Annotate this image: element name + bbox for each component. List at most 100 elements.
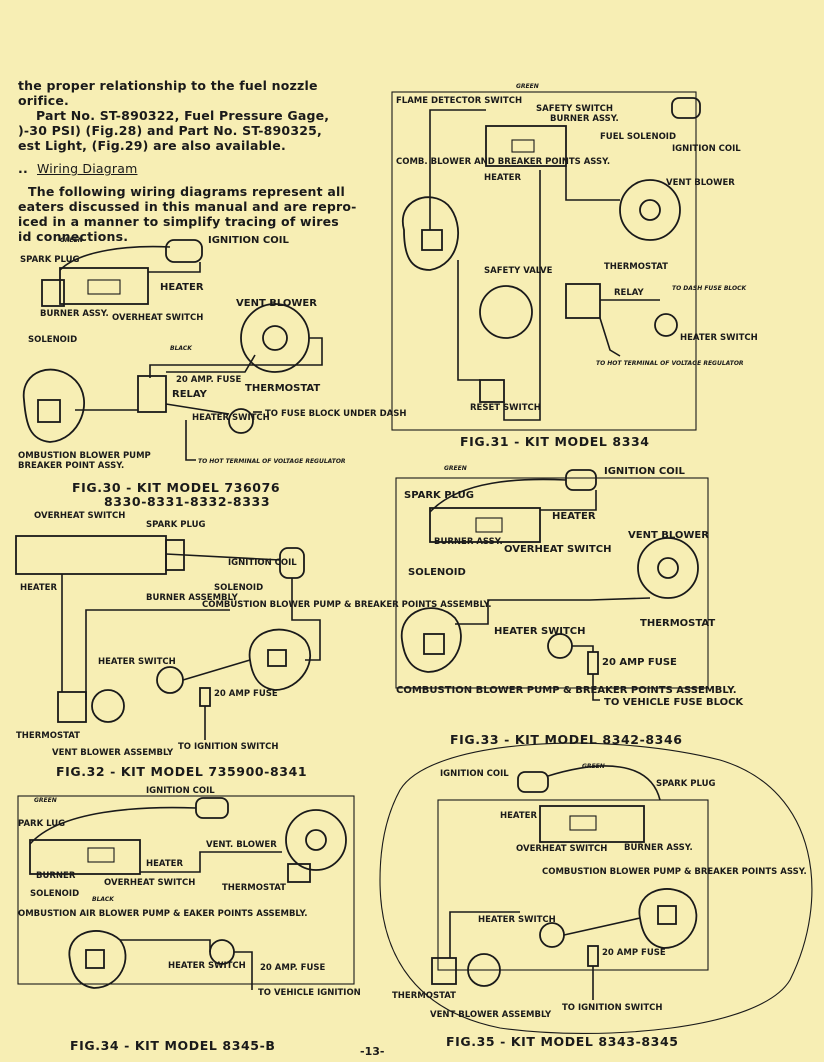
- intro-para-4: id connections.: [18, 229, 129, 244]
- fig30-thermostat-label: THERMOSTAT: [245, 383, 320, 394]
- fig31-flame-detector-label: FLAME DETECTOR SWITCH: [396, 96, 522, 106]
- intro-line-1: the proper relationship to the fuel nozz…: [18, 78, 318, 108]
- page-number: -13-: [360, 1045, 385, 1058]
- fig30-red-wire-2: [166, 354, 256, 373]
- fig30-ignition-coil-icon: [165, 239, 203, 263]
- fig30-diagram: IGNITION COIL HEATER SPARK PLUG BURNER A…: [18, 235, 406, 509]
- fig33-heater-switch-icon: [547, 633, 573, 659]
- fig32-fuse-label: 20 AMP FUSE: [214, 689, 278, 699]
- fig33-vehicle-fuse-label: TO VEHICLE FUSE BLOCK: [604, 697, 744, 708]
- fig33-wire-a: [540, 490, 597, 511]
- fig30-burner-label: BURNER ASSY.: [40, 309, 109, 319]
- fig31-safety-valve-icon: [479, 285, 533, 339]
- fig34-green-tag: GREEN: [34, 797, 57, 804]
- fig35-wire-a: [449, 911, 520, 958]
- fig32-spark-plug-label: SPARK PLUG: [146, 520, 205, 530]
- fig33-fuse-label: 20 AMP FUSE: [602, 657, 677, 668]
- fig33-spark-plug-label: SPARK PLUG: [404, 490, 474, 501]
- fig33-green-wire: [429, 478, 567, 513]
- fig32-fuse-icon: [199, 687, 211, 707]
- fig34-diagram: IGNITION COIL GREEN PARK LUG HEATER BURN…: [17, 786, 361, 1053]
- fig30-combustion-blower-icon: [23, 368, 85, 443]
- fig31-heater-block: [511, 139, 535, 153]
- fig32-heater-switch-icon: [156, 666, 184, 694]
- fig30-heater-block: [87, 279, 121, 295]
- fig32-solenoid-label: SOLENOID: [214, 583, 263, 593]
- fig33-vent-blower-label: VENT BLOWER: [628, 530, 709, 541]
- fig33-solenoid-label: SOLENOID: [408, 567, 466, 578]
- fig30-caption: FIG.30 - KIT MODEL 736076: [72, 480, 280, 495]
- fig30-breaker-label: BREAKER POINT ASSY.: [18, 461, 124, 471]
- fig30-overheat-label: OVERHEAT SWITCH: [112, 313, 203, 323]
- fig30-solenoid-label: SOLENOID: [28, 335, 77, 345]
- fig35-breaker-points: [657, 905, 677, 925]
- fig35-caption: FIG.35 - KIT MODEL 8343-8345: [446, 1034, 679, 1049]
- fig30-heater-icon: [59, 267, 149, 305]
- fig32-vent-blower-label: VENT BLOWER ASSEMBLY: [52, 748, 174, 758]
- fig33-vent-blower-hub: [657, 557, 679, 579]
- fig35-fuse-label: 20 AMP FUSE: [602, 948, 666, 958]
- fig32-caption: FIG.32 - KIT MODEL 735900-8341: [56, 764, 307, 779]
- fig34-vent-blower-hub: [305, 829, 327, 851]
- fig34-wire-c: [234, 951, 253, 990]
- intro-para-3: iced in a manner to simplify tracing of …: [18, 214, 339, 229]
- fig35-green-wire: [547, 765, 661, 801]
- fig30-spark-plug-label: SPARK PLUG: [20, 255, 79, 265]
- fig32-wire-f: [291, 578, 321, 661]
- fig30-hot-wire: [185, 420, 196, 461]
- fig31-wire-d: [503, 170, 541, 421]
- fig30-heater-switch-icon: [228, 408, 254, 434]
- fig31-wire-b: [457, 260, 480, 381]
- fig30-vent-blower-hub: [262, 325, 288, 351]
- fig31-fuel-solenoid-label: FUEL SOLENOID: [600, 132, 676, 142]
- fig34-heater-switch-label: HEATER SWITCH: [168, 961, 246, 971]
- fig30-fuse-block-label: TO FUSE BLOCK UNDER DASH: [265, 409, 406, 419]
- fig35-thermostat-icon: [431, 957, 457, 985]
- fig31-comb-blower-icon: [401, 196, 459, 271]
- fig34-burner-label: BURNER: [36, 871, 76, 881]
- fig30-red-wire-3: [165, 403, 230, 415]
- intro-line-4: est Light, (Fig.29) are also available.: [18, 138, 286, 153]
- fig31-thermostat-label: THERMOSTAT: [604, 262, 668, 272]
- fig34-vent-blower-label: VENT. BLOWER: [206, 840, 277, 850]
- fig30-ignition-coil-label: IGNITION COIL: [208, 235, 289, 246]
- fig34-ignition-coil-icon: [195, 797, 229, 819]
- intro-line-3: )-30 PSI) (Fig.28) and Part No. ST-89032…: [18, 123, 322, 138]
- fig30-heater-switch-label: HEATER SWITCH: [192, 413, 270, 423]
- fig31-comb-blower-label: COMB. BLOWER AND BREAKER POINTS ASSY.: [396, 157, 610, 167]
- fig34-thermostat-icon: [287, 863, 311, 883]
- fig33-ignition-coil-label: IGNITION COIL: [604, 466, 685, 477]
- fig33-caption: FIG.33 - KIT MODEL 8342-8346: [450, 732, 683, 747]
- fig34-green-wire: [29, 806, 197, 845]
- fig30-black-wire: [149, 337, 323, 378]
- fig33-overheat-label: OVERHEAT SWITCH: [504, 544, 611, 555]
- fig32-breaker-points: [267, 649, 287, 667]
- fig34-vent-blower-icon: [285, 809, 347, 871]
- fig34-combustion-blower-icon: [68, 930, 127, 989]
- fig30-burner-icon: [41, 279, 65, 307]
- fig30-black-tag: BLACK: [170, 345, 193, 352]
- fig32-heater-icon: [15, 535, 167, 575]
- fig33-wire-b: [455, 597, 651, 625]
- fig32-wire-a: [165, 553, 281, 561]
- fig33-thermostat-label: THERMOSTAT: [640, 618, 715, 629]
- fig34-frame: [17, 795, 355, 985]
- fig35-heater-icon: [539, 805, 645, 843]
- fig31-green-tag: GREEN: [516, 83, 539, 90]
- fig35-combustion-label: COMBUSTION BLOWER PUMP & BREAKER POINTS …: [542, 867, 807, 877]
- fig34-heater-icon: [29, 839, 141, 875]
- fig32-combustion-label: COMBUSTION BLOWER PUMP & BREAKER POINTS …: [202, 600, 492, 610]
- fig34-caption: FIG.34 - KIT MODEL 8345-B: [70, 1038, 276, 1053]
- fig30-combustion-label: OMBUSTION BLOWER PUMP: [18, 451, 151, 461]
- fig35-vent-blower-label: VENT BLOWER ASSEMBLY: [430, 1010, 552, 1020]
- fig35-fuse-icon: [587, 945, 599, 967]
- fig33-vent-blower-icon: [637, 537, 699, 599]
- fig35-diagram: IGNITION COIL GREEN SPARK PLUG HEATER OV…: [379, 742, 813, 1049]
- fig35-spark-plug-label: SPARK PLUG: [656, 779, 715, 789]
- intro-para-2: eaters discussed in this manual and are …: [18, 199, 357, 214]
- fig31-relay-label: RELAY: [614, 288, 645, 298]
- fig31-frame: [391, 91, 697, 431]
- fig33-fuse-icon: [587, 651, 599, 675]
- fig31-vent-blower-hub: [639, 199, 661, 221]
